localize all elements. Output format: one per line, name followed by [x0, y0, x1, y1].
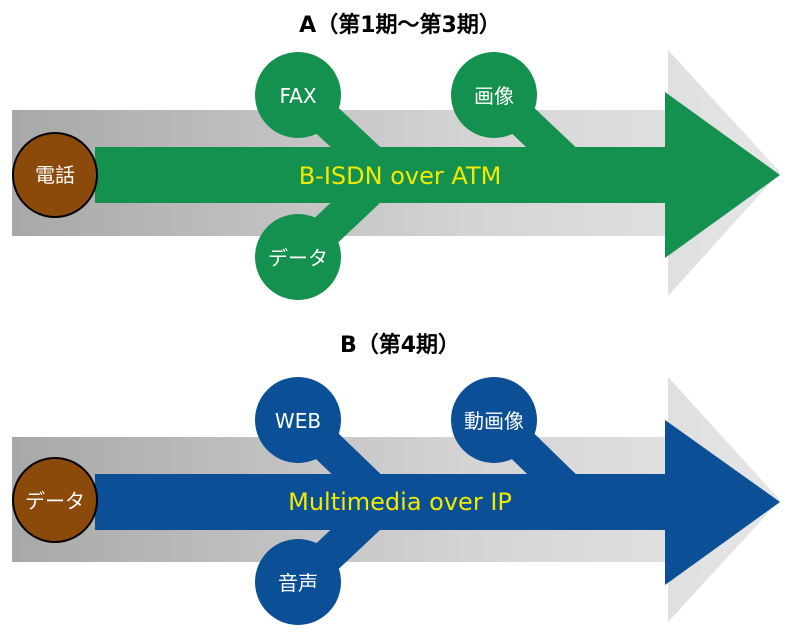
diagram-a-source-circle [12, 132, 98, 218]
diagram-a-image-circle [451, 52, 537, 138]
diagram-b-main-arrow [95, 420, 780, 585]
diagram-a-fax-circle [255, 52, 341, 138]
diagram-b-web-circle [255, 377, 341, 463]
diagram-a-main-label: B-ISDN over ATM [299, 162, 502, 190]
diagram-b-source-label: データ [25, 489, 85, 513]
diagram-a: A（第1期〜第3期） 電話 FAX 画像 データ B-ISDN over ATM [12, 12, 780, 300]
diagram-a-data-label: データ [268, 246, 328, 270]
diagram-b-main-label: Multimedia over IP [288, 488, 512, 516]
diagram-a-title: A（第1期〜第3期） [299, 12, 501, 38]
diagram-a-fax-label: FAX [279, 84, 316, 108]
diagram-b-web-label: WEB [275, 409, 321, 433]
diagram-b-voice-circle [255, 539, 341, 625]
diagram-b-source-circle [12, 457, 98, 543]
diagram-a-source-label: 電話 [35, 163, 75, 187]
diagram-a-main-arrow [95, 92, 780, 258]
diagram-b-video-label: 動画像 [464, 409, 524, 433]
diagram-a-data-circle [255, 214, 341, 300]
diagram-b-video-circle [451, 377, 537, 463]
diagram-b-voice-label: 音声 [278, 571, 318, 595]
diagram-b-title: B（第4期） [340, 332, 460, 358]
diagram-a-image-label: 画像 [474, 84, 514, 108]
diagram-b: B（第4期） データ WEB 動画像 音声 Multimedia over IP [12, 332, 780, 625]
